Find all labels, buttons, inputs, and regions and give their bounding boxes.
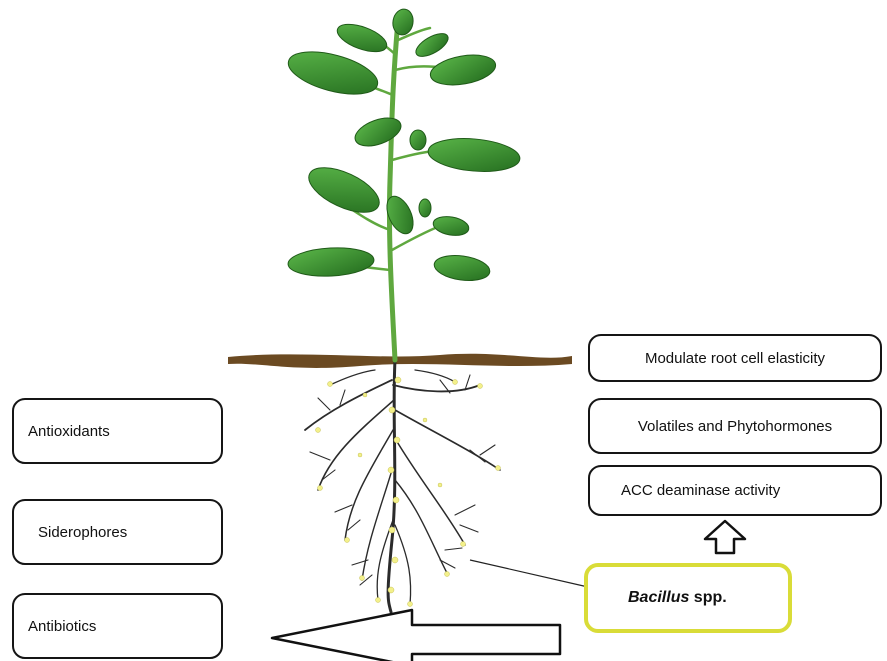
modulate-root-cell-box: Modulate root cell elasticity xyxy=(588,334,882,382)
soil-line xyxy=(228,354,572,368)
siderophores-box: Siderophores xyxy=(12,499,223,565)
siderophores-label: Siderophores xyxy=(38,524,127,541)
up-arrow-icon xyxy=(705,521,745,553)
acc-label: ACC deaminase activity xyxy=(621,482,780,499)
acc-deaminase-box: ACC deaminase activity xyxy=(588,465,882,516)
antibiotics-label: Antibiotics xyxy=(28,618,96,635)
volatiles-phytohormones-box: Volatiles and Phytohormones xyxy=(588,398,882,454)
antioxidants-box: Antioxidants xyxy=(12,398,223,464)
left-arrow-icon xyxy=(272,610,560,661)
modulate-label: Modulate root cell elasticity xyxy=(645,350,825,367)
bacillus-box: Bacillus spp. xyxy=(584,563,792,633)
bacillus-connector-line xyxy=(470,560,588,587)
bacillus-genus: Bacillus xyxy=(628,589,689,606)
antioxidants-label: Antioxidants xyxy=(28,423,110,440)
bacillus-label: Bacillus spp. xyxy=(628,589,727,607)
leaves xyxy=(284,7,521,283)
antibiotics-box: Antibiotics xyxy=(12,593,223,659)
root-system xyxy=(305,360,500,612)
bacteria-dots xyxy=(316,377,501,607)
bacillus-suffix: spp. xyxy=(689,589,726,606)
volatiles-label: Volatiles and Phytohormones xyxy=(638,418,832,435)
